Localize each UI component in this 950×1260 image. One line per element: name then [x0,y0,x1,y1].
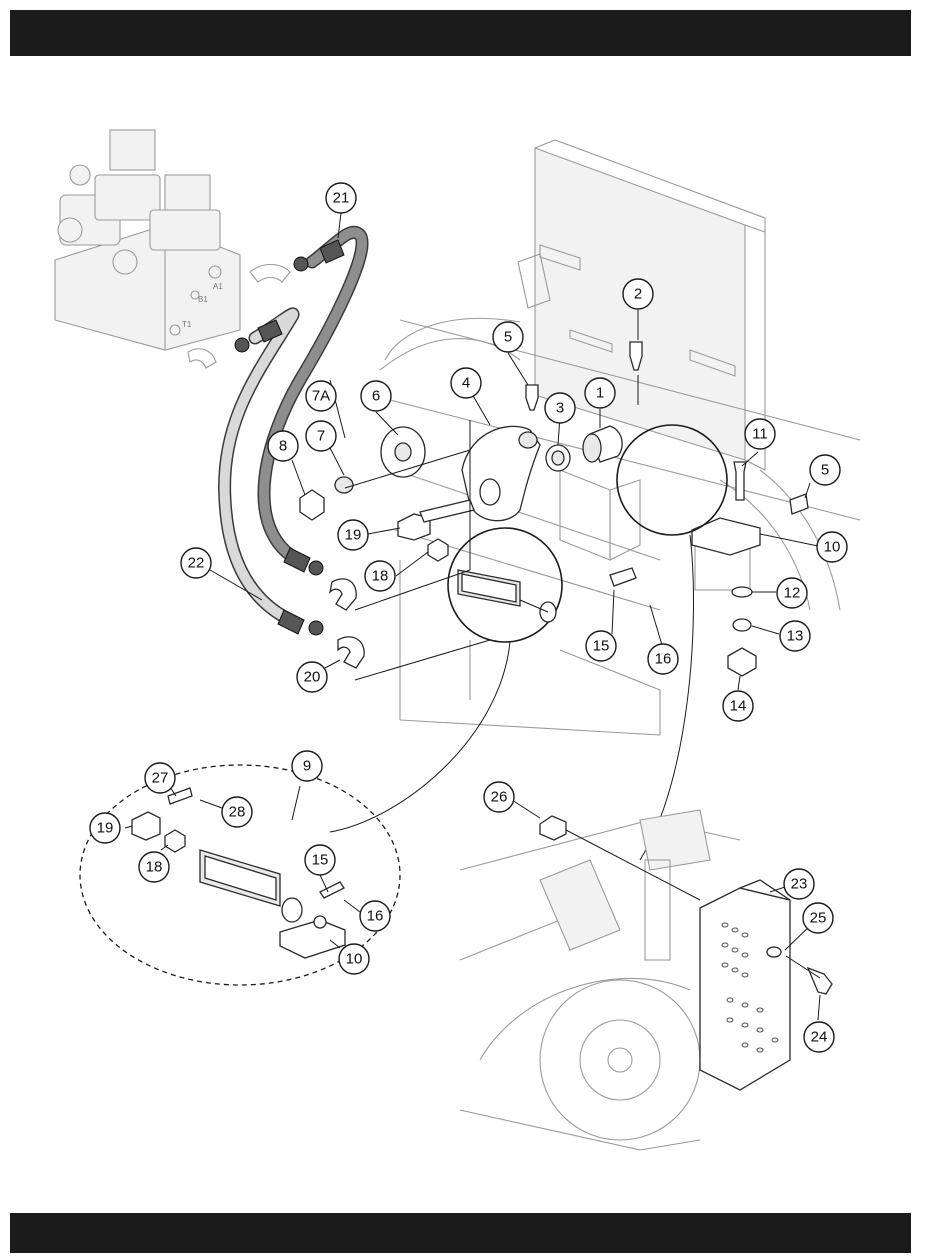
callout-11: 11 [745,419,775,449]
callout-2: 2 [623,279,653,309]
svg-text:14: 14 [730,698,747,715]
callout-14: 14 [723,691,753,721]
callout-6: 6 [361,381,391,411]
svg-text:2: 2 [634,286,642,303]
leader-to-inset-23 [640,535,693,860]
callout-28: 28 [222,797,252,827]
callout-5-upper: 5 [493,322,523,352]
svg-text:7: 7 [317,428,325,445]
svg-text:26: 26 [491,789,508,806]
callout-19-main: 19 [338,520,368,550]
port-label-t1: T1 [182,320,192,329]
callout-1: 1 [585,378,615,408]
svg-text:18: 18 [146,859,163,876]
callout-9: 9 [292,751,322,781]
svg-text:13: 13 [787,628,804,645]
callout-4: 4 [451,368,481,398]
callout-20: 20 [297,662,327,692]
svg-text:10: 10 [346,951,363,968]
port-label-a1: A1 [213,282,223,291]
svg-text:15: 15 [312,852,329,869]
callout-24: 24 [804,1022,834,1052]
callout-18-main: 18 [365,561,395,591]
callout-22: 22 [181,548,211,578]
svg-text:12: 12 [784,585,801,602]
callout-3: 3 [545,393,575,423]
svg-text:16: 16 [367,908,384,925]
callout-13: 13 [780,621,810,651]
cylinder-clevis-block [398,500,760,586]
svg-text:4: 4 [462,375,470,392]
svg-text:23: 23 [791,876,808,893]
svg-text:5: 5 [504,329,512,346]
svg-text:16: 16 [655,651,672,668]
svg-text:11: 11 [752,426,768,443]
callout-16-main: 16 [648,644,678,674]
svg-text:28: 28 [229,804,246,821]
svg-text:6: 6 [372,388,380,405]
callout-26: 26 [484,782,514,812]
callout-21: 21 [326,183,356,213]
svg-text:24: 24 [811,1029,828,1046]
svg-text:10: 10 [824,539,841,556]
callout-15-main: 15 [586,631,616,661]
callout-16-inset: 16 [360,901,390,931]
callout-5-right: 5 [810,455,840,485]
svg-text:3: 3 [556,400,564,417]
elbow-fitting [330,579,364,668]
callout-27: 27 [145,763,175,793]
port-label-b1: B1 [198,295,208,304]
svg-text:5: 5 [821,462,829,479]
svg-text:27: 27 [152,770,169,787]
svg-text:19: 19 [97,820,114,837]
svg-text:19: 19 [345,527,362,544]
callout-7: 7 [306,421,336,451]
leader-to-inset-9 [330,642,510,832]
step-plate-assembly [460,810,832,1150]
svg-text:15: 15 [593,638,610,655]
callout-15-inset: 15 [305,845,335,875]
hydraulic-cylinder [458,570,556,622]
svg-text:20: 20 [304,669,321,686]
svg-text:25: 25 [810,910,827,927]
callout-10-right: 10 [817,532,847,562]
pivot-arm [462,426,540,520]
svg-text:9: 9 [303,758,311,775]
callout-7a: 7A [306,381,336,411]
callout-25: 25 [803,903,833,933]
svg-text:1: 1 [596,385,604,402]
svg-text:7A: 7A [312,388,330,405]
svg-text:8: 8 [279,438,287,455]
callout-8: 8 [268,431,298,461]
svg-text:21: 21 [333,190,350,207]
svg-text:18: 18 [372,568,389,585]
callout-23: 23 [784,869,814,899]
callout-18-inset: 18 [139,852,169,882]
svg-text:22: 22 [188,555,205,572]
callout-12: 12 [777,578,807,608]
callout-19-inset: 19 [90,813,120,843]
callout-10-inset: 10 [339,944,369,974]
detail-ring-pivot [617,425,727,535]
